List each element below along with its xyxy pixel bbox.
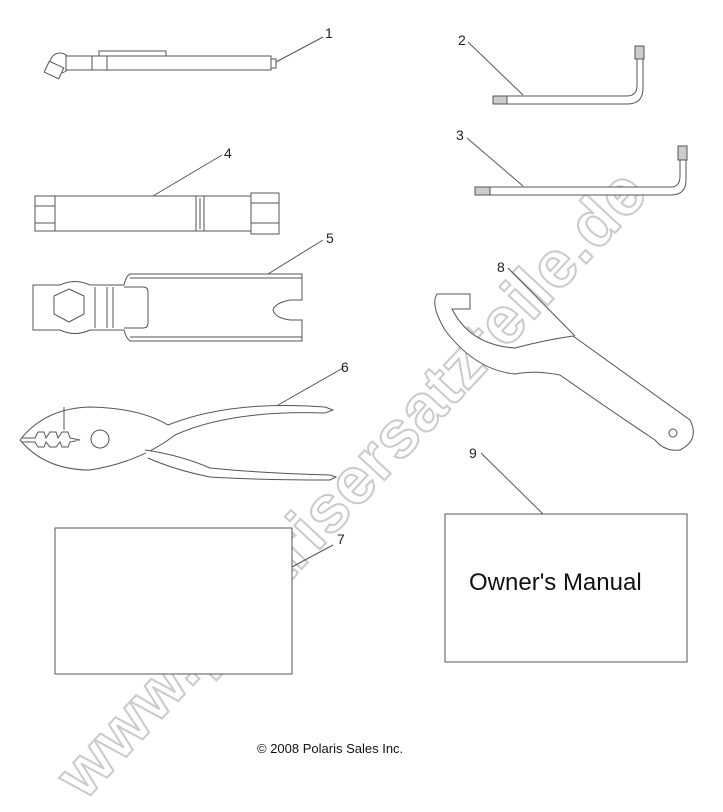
copyright-notice: © 2008 Polaris Sales Inc. — [257, 741, 404, 756]
part-7-tool-bag[interactable] — [54, 527, 334, 675]
callout-7: 7 — [337, 531, 345, 547]
callout-8: 8 — [497, 259, 505, 275]
owners-manual-label: Owner's Manual — [469, 569, 642, 596]
callout-9: 9 — [469, 445, 477, 461]
callout-1: 1 — [325, 25, 333, 41]
part-9-owners-manual[interactable] — [444, 452, 688, 663]
callout-5: 5 — [326, 230, 334, 246]
part-8-spanner-wrench[interactable] — [434, 267, 694, 451]
callout-6: 6 — [341, 359, 349, 375]
part-3-torx-wrench-long[interactable] — [466, 137, 688, 196]
parts-diagram — [19, 36, 694, 675]
callout-4: 4 — [224, 145, 232, 161]
callout-2: 2 — [458, 32, 466, 48]
part-2-torx-wrench-short[interactable] — [467, 41, 645, 105]
part-6-pliers[interactable] — [19, 367, 344, 481]
part-1-pressure-gauge[interactable] — [43, 36, 324, 80]
callout-3: 3 — [456, 127, 464, 143]
part-5-tool-handle[interactable] — [32, 239, 324, 342]
part-4-socket-wrench[interactable] — [34, 154, 280, 235]
